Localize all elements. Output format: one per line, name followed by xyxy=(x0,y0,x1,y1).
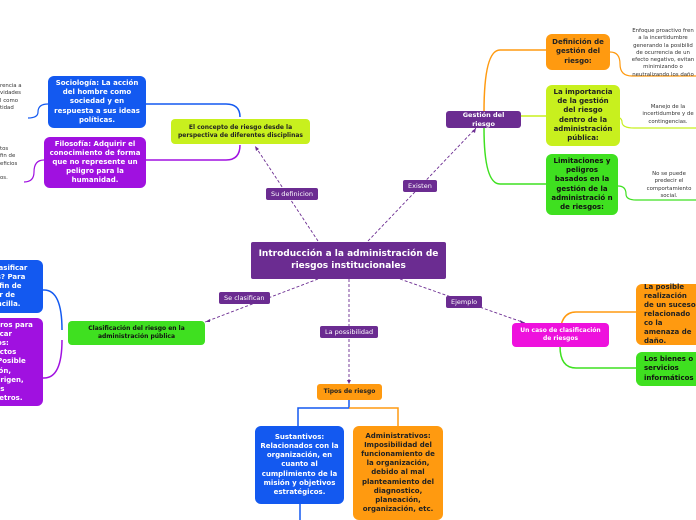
limitaciones-node[interactable]: Limitaciones y peligros basados en la ge… xyxy=(546,154,618,215)
definicion-note: Enfoque proactivo fren a la incertidumbr… xyxy=(631,28,695,78)
bienes-label: Los bienes o servicios informáticos xyxy=(644,355,694,382)
importancia-label: La importancia de la gestión del riesgo … xyxy=(553,88,613,142)
importancia-note: Manejo de la incertidumbre y de continge… xyxy=(642,104,694,125)
gestion-label: Gestión del riesgo xyxy=(462,111,505,128)
link-label-la-posibilidad: La possibilidad xyxy=(320,326,379,338)
clasificacion-bottom-node[interactable]: etros para ificar gos: fectos , Posible … xyxy=(0,318,43,406)
filosofia-label: Filosofía: Adquirir el conocimiento de f… xyxy=(49,139,141,185)
central-topic-label: Introducción a la administración de ries… xyxy=(258,248,439,271)
sociologia-label: Sociología: La acción del hombre como so… xyxy=(54,79,140,124)
caso-label: Un caso de clasificación de riesgos xyxy=(520,327,601,342)
sociologia-note: rencia a vidades l como tidad xyxy=(0,83,22,111)
limitaciones-note: No se puede predecir el comportamiento s… xyxy=(646,171,692,199)
tipos-node[interactable]: Tipos de riesgo xyxy=(317,384,382,400)
clasificacion-top-label: clasificar os? Para a fin de nir de enci… xyxy=(0,263,28,309)
posible-label: La posible realización de un suceso rela… xyxy=(644,282,696,346)
sustantivos-label: Sustantivos: Relacionados con la organiz… xyxy=(260,433,339,496)
central-topic[interactable]: Introducción a la administración de ries… xyxy=(251,242,446,279)
link-gestion xyxy=(367,127,477,242)
definicion-label: Definición de gestión del riesgo: xyxy=(552,38,604,65)
link-label-ejemplo: Ejemplo xyxy=(446,296,483,308)
concepto-label: El concepto de riesgo desde la perspecti… xyxy=(177,123,303,139)
clasificacion-bottom-label: etros para ificar gos: fectos , Posible … xyxy=(0,321,33,402)
link-label-se-clasifican: Se clasifican xyxy=(219,292,270,304)
clasificacion-node[interactable]: Clasificación del riesgo en la administr… xyxy=(68,321,205,345)
definicion-node[interactable]: Definición de gestión del riesgo: xyxy=(546,34,610,70)
clasificacion-top-node[interactable]: clasificar os? Para a fin de nir de enci… xyxy=(0,260,43,313)
sustantivos-node[interactable]: Sustantivos: Relacionados con la organiz… xyxy=(255,426,344,504)
tipos-label: Tipos de riesgo xyxy=(323,388,376,396)
importancia-node[interactable]: La importancia de la gestión del riesgo … xyxy=(546,85,620,146)
filosofia-note: tos fin de eficios os. xyxy=(0,146,18,182)
caso-node[interactable]: Un caso de clasificación de riesgos xyxy=(512,323,609,347)
filosofia-node[interactable]: Filosofía: Adquirir el conocimiento de f… xyxy=(44,137,146,188)
concepto-node[interactable]: El concepto de riesgo desde la perspecti… xyxy=(171,119,310,144)
posible-node[interactable]: La posible realización de un suceso rela… xyxy=(636,282,696,346)
link-label-su-definicion: Su definicion xyxy=(266,188,318,200)
link-label-existen: Existen xyxy=(403,180,437,192)
gestion-node[interactable]: Gestión del riesgo xyxy=(446,111,521,128)
bienes-node[interactable]: Los bienes o servicios informáticos xyxy=(636,352,696,386)
administrativos-node[interactable]: Administrativos: Imposibilidad del funci… xyxy=(353,426,443,520)
limitaciones-label: Limitaciones y peligros basados en la ge… xyxy=(551,157,613,211)
sociologia-node[interactable]: Sociología: La acción del hombre como so… xyxy=(48,76,146,128)
administrativos-label: Administrativos: Imposibilidad del funci… xyxy=(361,432,435,513)
clasificacion-label: Clasificación del riesgo en la administr… xyxy=(88,325,185,340)
